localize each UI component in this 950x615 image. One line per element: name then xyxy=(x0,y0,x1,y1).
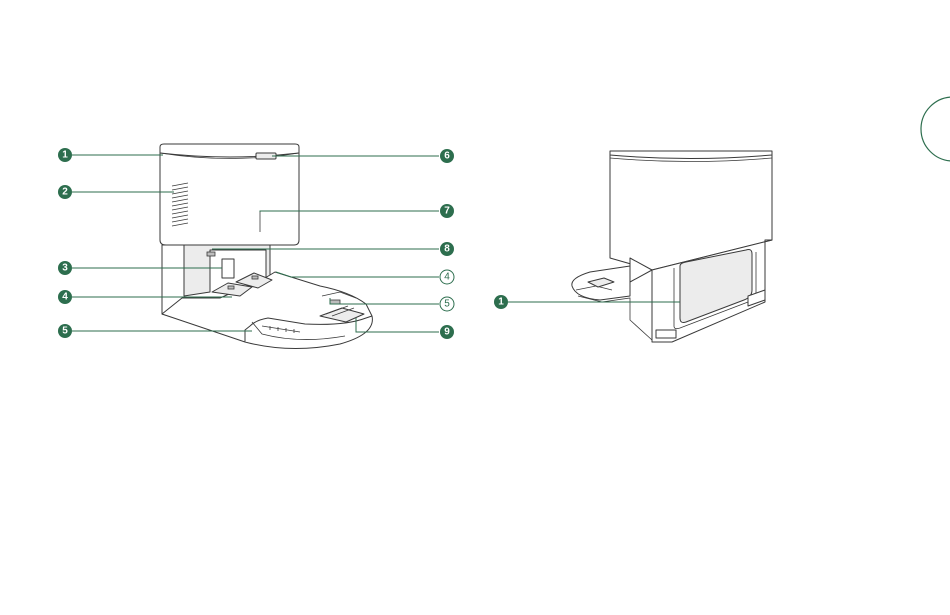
callout-2: 2 xyxy=(58,185,72,199)
back-callout-1-label: 1 xyxy=(498,297,504,308)
back-view-device xyxy=(572,151,772,342)
callout-4-label: 4 xyxy=(62,292,68,303)
callout-5-outline-label: 5 xyxy=(444,299,450,310)
callout-1: 1 xyxy=(58,148,72,162)
callout-2-label: 2 xyxy=(62,187,68,198)
callout-6-label: 6 xyxy=(444,151,450,162)
callout-7-label: 7 xyxy=(444,206,450,217)
callout-1-label: 1 xyxy=(62,150,68,161)
page-tab-marker xyxy=(921,97,950,161)
callout-9: 9 xyxy=(440,325,454,339)
callout-5-outline: 5 xyxy=(440,297,454,311)
front-view-device xyxy=(160,144,372,349)
callout-4-outline: 4 xyxy=(440,270,454,284)
callout-3-label: 3 xyxy=(62,263,68,274)
callout-8: 8 xyxy=(440,242,454,256)
callout-5: 5 xyxy=(58,324,72,338)
callout-5-label: 5 xyxy=(62,326,68,337)
dust-bin-box xyxy=(160,144,299,245)
back-callout-1: 1 xyxy=(494,295,508,309)
callout-3: 3 xyxy=(58,261,72,275)
callout-4-outline-label: 4 xyxy=(444,272,450,283)
callout-4: 4 xyxy=(58,290,72,304)
callout-7: 7 xyxy=(440,204,454,218)
callout-8-label: 8 xyxy=(444,244,450,255)
callout-6: 6 xyxy=(440,149,454,163)
callout-9-label: 9 xyxy=(444,327,450,338)
